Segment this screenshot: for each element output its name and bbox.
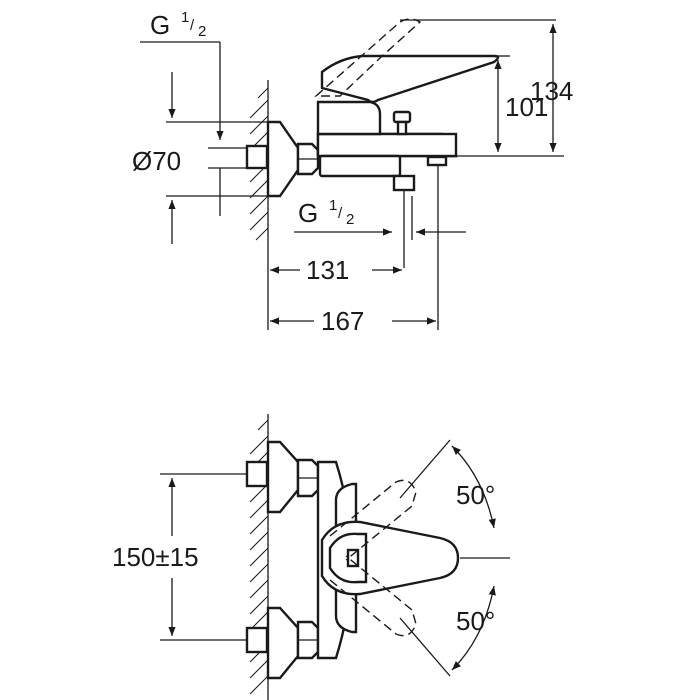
- svg-text:2: 2: [198, 23, 206, 40]
- bottom-view: 50° 50° 150±15: [112, 414, 510, 700]
- angle-down: 50°: [451, 585, 496, 671]
- dim-167: 167: [270, 306, 436, 336]
- thread-top-label: G 1 / 2: [140, 9, 224, 140]
- dim-167-label: 167: [321, 306, 364, 336]
- angle-up: 50°: [451, 445, 496, 529]
- wall-bottom: [249, 414, 269, 700]
- wall-connector-lower: [245, 606, 320, 680]
- svg-text:G: G: [150, 10, 170, 40]
- svg-text:/: /: [190, 17, 195, 34]
- lever-raised-outline: [314, 18, 422, 97]
- dim-131: 131: [267, 240, 402, 330]
- dim-diameter-label: Ø70: [132, 146, 181, 176]
- lever-position-down: [329, 555, 417, 637]
- mixer-body-plan: [316, 460, 460, 660]
- svg-text:G: G: [298, 198, 318, 228]
- svg-text:/: /: [338, 205, 343, 222]
- angle-up-label: 50°: [456, 480, 495, 510]
- svg-text:1: 1: [329, 197, 337, 214]
- dim-diameter: Ø70: [132, 72, 268, 244]
- svg-text:2: 2: [346, 211, 354, 228]
- svg-text:1: 1: [181, 9, 189, 26]
- dim-center-distance: 150±15: [112, 473, 247, 641]
- dim-134-label: 134: [530, 76, 573, 106]
- angle-down-label: 50°: [456, 606, 495, 636]
- top-view: 101 134 G 1 / 2 Ø70 G: [132, 9, 573, 336]
- dim-center-distance-label: 150±15: [112, 542, 199, 572]
- dim-131-label: 131: [306, 255, 349, 285]
- wall-connector-upper: [245, 440, 320, 514]
- dim-134: 134: [530, 24, 573, 152]
- lever-position-up: [329, 479, 417, 561]
- wall-connector-top: [245, 120, 320, 198]
- thread-bottom-label: G 1 / 2: [294, 166, 466, 330]
- dim-101: 101: [494, 59, 548, 152]
- mixer-body-side: [316, 54, 500, 268]
- dim-101-label: 101: [505, 92, 548, 122]
